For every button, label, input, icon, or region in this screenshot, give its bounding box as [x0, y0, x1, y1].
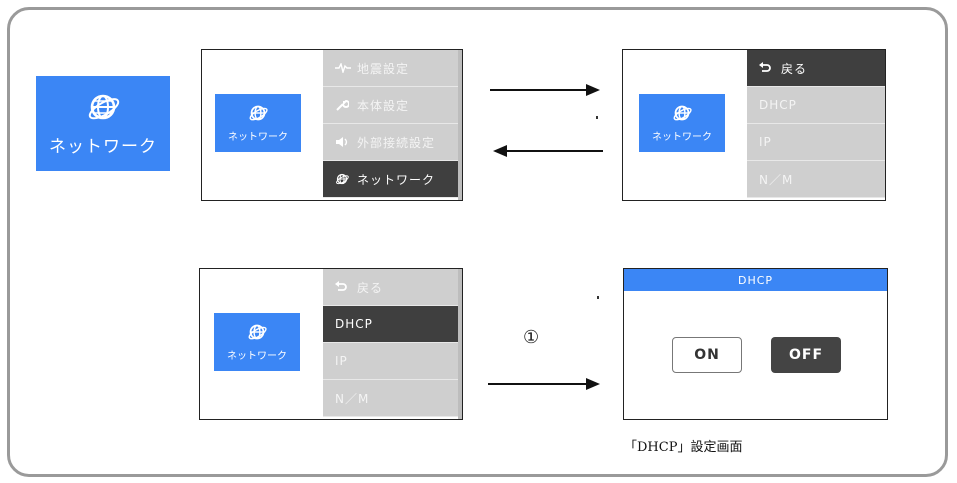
- arrow-right-icon: [490, 84, 600, 96]
- menu-item-label: DHCP: [335, 317, 373, 331]
- globe-icon: [249, 105, 268, 121]
- network-tile-label: ネットワーク: [49, 137, 157, 157]
- network-tile-label: ネットワーク: [652, 132, 712, 143]
- mark: [596, 116, 598, 119]
- menu-item-dhcp[interactable]: DHCP: [747, 87, 885, 124]
- menu-item-dhcp[interactable]: DHCP: [323, 306, 459, 343]
- globe-icon: [336, 173, 349, 185]
- screen-network-menu: ネットワーク 戻る DHCP IP N／M: [622, 49, 886, 201]
- menu-item-label: 戻る: [357, 280, 384, 295]
- speaker-icon: [336, 137, 348, 147]
- back-icon: [759, 62, 771, 72]
- menu-item-label: ネットワーク: [357, 172, 436, 187]
- dhcp-on-button[interactable]: ON: [672, 337, 742, 373]
- dhcp-title-bar: DHCP: [624, 269, 887, 291]
- step-marker: ①: [523, 327, 540, 348]
- menu-item-ip[interactable]: IP: [747, 124, 885, 161]
- globe-icon: [673, 105, 692, 121]
- menu-item-netmask[interactable]: N／M: [747, 161, 885, 198]
- network-tile-large: ネットワーク: [36, 76, 170, 171]
- dhcp-title: DHCP: [737, 273, 774, 287]
- back-icon: [335, 281, 347, 291]
- menu-item-label: IP: [759, 135, 772, 149]
- menu-item-label: 地震設定: [357, 61, 410, 76]
- screen-dhcp-settings: DHCP ON OFF: [623, 268, 888, 420]
- menu-item-label: IP: [335, 354, 348, 368]
- arrow-right-icon: [488, 378, 600, 390]
- scrollbar[interactable]: [458, 50, 462, 200]
- mark: [597, 296, 599, 299]
- menu-item-back[interactable]: 戻る: [323, 269, 459, 306]
- dhcp-on-label: ON: [694, 347, 720, 363]
- network-tile: ネットワーク: [639, 94, 725, 152]
- arrow-left-icon: [493, 145, 603, 157]
- dhcp-screen-caption: 「DHCP」設定画面: [624, 440, 743, 455]
- menu-item-label: 外部接続設定: [357, 135, 436, 150]
- menu-item-earthquake-settings[interactable]: 地震設定: [323, 50, 459, 87]
- menu-item-netmask[interactable]: N／M: [323, 380, 459, 417]
- network-menu: 戻る DHCP IP N／M: [747, 50, 885, 200]
- waveform-icon: [335, 63, 351, 73]
- network-tile: ネットワーク: [214, 313, 300, 371]
- screen-main-menu: ネットワーク 地震設定 本体設定 外部接続設定 ネットワーク: [201, 49, 463, 201]
- network-tile-label: ネットワーク: [228, 132, 288, 143]
- network-menu: 戻る DHCP IP N／M: [323, 269, 459, 419]
- menu-item-label: 本体設定: [357, 98, 410, 113]
- menu-item-label: DHCP: [759, 98, 797, 112]
- scrollbar[interactable]: [458, 269, 462, 419]
- menu-item-external-connection-settings[interactable]: 外部接続設定: [323, 124, 459, 161]
- menu-item-label: N／M: [759, 172, 794, 187]
- dhcp-off-button[interactable]: OFF: [771, 337, 841, 373]
- menu-item-back[interactable]: 戻る: [747, 50, 885, 87]
- menu-item-device-settings[interactable]: 本体設定: [323, 87, 459, 124]
- menu-item-network[interactable]: ネットワーク: [323, 161, 459, 198]
- network-tile-label: ネットワーク: [227, 351, 287, 362]
- menu-item-label: N／M: [335, 391, 370, 406]
- settings-menu: 地震設定 本体設定 外部接続設定 ネットワーク: [323, 50, 459, 200]
- globe-icon: [248, 324, 267, 340]
- network-tile: ネットワーク: [215, 94, 301, 152]
- dhcp-off-label: OFF: [788, 347, 824, 363]
- screen-network-menu-dhcp-selected: ネットワーク 戻る DHCP IP N／M: [199, 268, 463, 420]
- menu-item-ip[interactable]: IP: [323, 343, 459, 380]
- wrench-icon: [336, 99, 349, 111]
- menu-item-label: 戻る: [781, 61, 808, 76]
- globe-icon: [88, 94, 120, 120]
